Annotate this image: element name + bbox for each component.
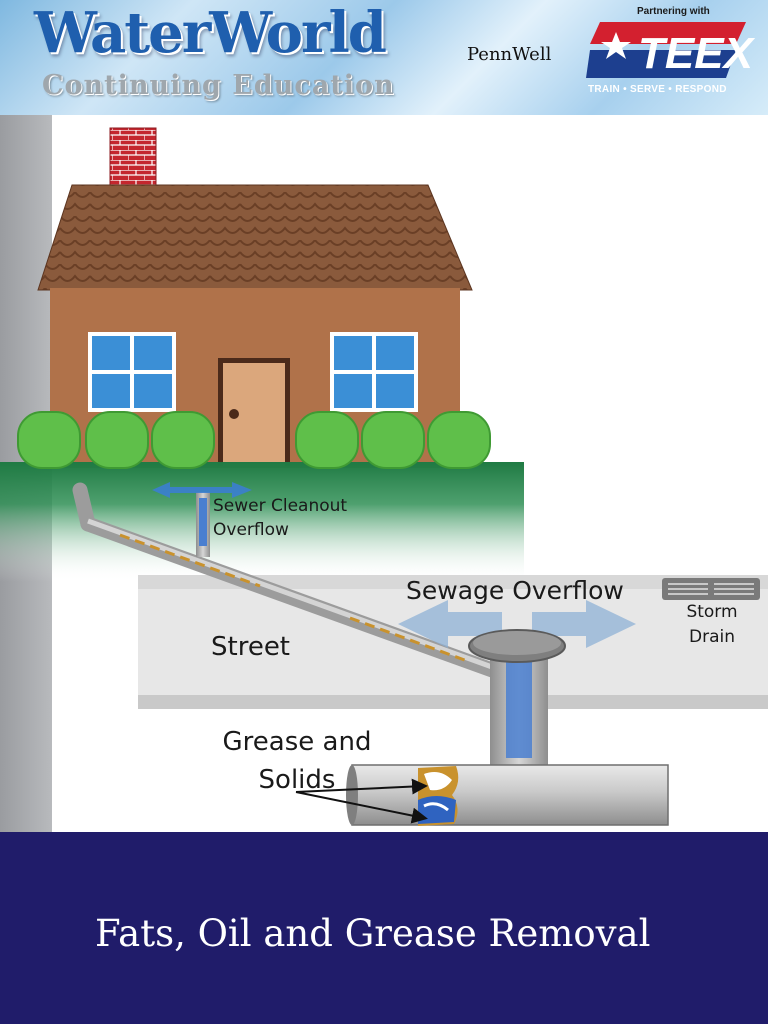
- sewer-overflow-illustration: [0, 115, 768, 832]
- cleanout-riser: [196, 492, 210, 557]
- label-sewer-cleanout: Sewer Cleanout Overflow: [213, 496, 348, 540]
- brand-subtitle: Continuing Education: [42, 70, 395, 101]
- teex-logo: TEEX: [586, 22, 756, 78]
- teex-wordmark: TEEX: [638, 29, 756, 78]
- publisher-logo: PennWell: [467, 44, 552, 65]
- brand-title: WaterWorld: [34, 0, 387, 66]
- partner-tagline: TRAIN • SERVE • RESPOND: [588, 84, 727, 95]
- label-storm-drain: Storm Drain: [686, 602, 738, 647]
- logo-stripe-red: [590, 22, 746, 44]
- front-door: [218, 358, 290, 466]
- label-street: Street: [211, 632, 291, 662]
- partner-label: Partnering with: [637, 6, 710, 17]
- label-sewage-overflow: Sewage Overflow: [406, 576, 624, 605]
- label-grease-solids: Grease and Solids: [222, 727, 372, 795]
- page-title: Fats, Oil and Grease Removal: [95, 912, 651, 955]
- house-roof: [37, 184, 473, 291]
- storm-drain-grate: [662, 578, 760, 600]
- manhole-riser: [468, 629, 566, 774]
- main-sewer-pipe: [346, 764, 669, 826]
- bushes: [17, 411, 491, 469]
- left-window: [88, 332, 176, 412]
- cleanout-overflow-arrows: [152, 482, 252, 498]
- header-banner: WaterWorld Continuing Education PennWell…: [0, 0, 768, 115]
- sewage-overflow-arrows: [398, 600, 636, 648]
- sewer-lateral-pipe: [72, 482, 500, 678]
- footer-band: [0, 832, 768, 1024]
- grease-pointer-arrows: [295, 778, 428, 824]
- grease-blockage: [418, 766, 459, 826]
- right-window: [330, 332, 418, 412]
- star-icon: [601, 32, 631, 59]
- chimney: [109, 127, 157, 187]
